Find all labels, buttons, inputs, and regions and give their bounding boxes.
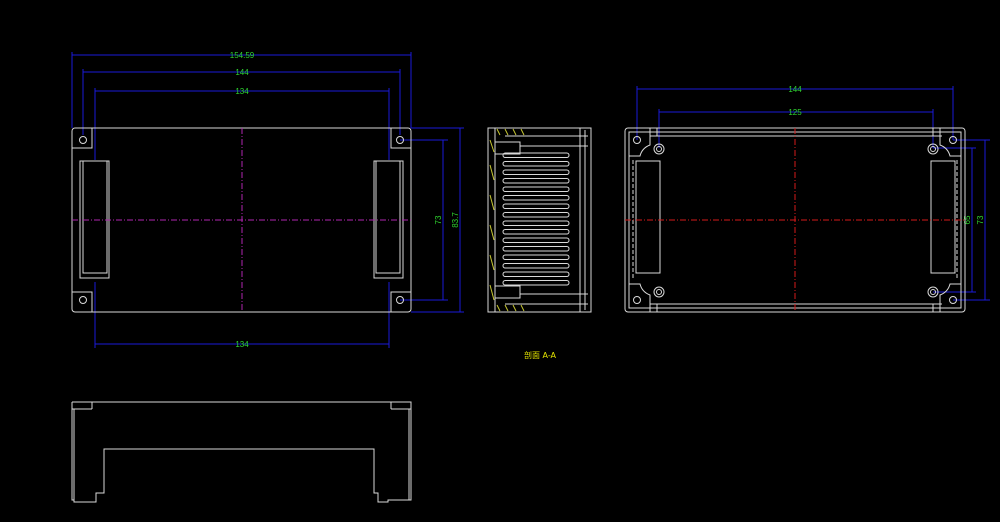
section-view: 剖面 A-A bbox=[487, 127, 592, 360]
right-dim-width-144: 144 bbox=[788, 85, 802, 94]
dim-width-134-top: 134 bbox=[235, 87, 249, 96]
right-dim-height-73: 73 bbox=[976, 215, 985, 224]
top-view-dimensions bbox=[71, 52, 464, 348]
dim-width-134-bottom: 134 bbox=[235, 340, 249, 349]
dim-height-73: 73 bbox=[434, 215, 443, 224]
dim-overall-width: 154.59 bbox=[230, 51, 255, 60]
section-label: 剖面 A-A bbox=[524, 350, 557, 360]
front-view bbox=[71, 401, 412, 503]
right-dim-height-65: 65 bbox=[963, 215, 972, 224]
right-view-dimensions bbox=[636, 86, 990, 301]
dim-width-144: 144 bbox=[235, 68, 249, 77]
section-hatch bbox=[489, 128, 525, 312]
section-ribs bbox=[502, 152, 570, 286]
top-view: 154.59 144 134 134 73 83.7 bbox=[71, 51, 464, 349]
right-view: 144 125 65 73 bbox=[624, 85, 990, 313]
right-view-centerlines bbox=[625, 128, 965, 312]
right-dim-width-125: 125 bbox=[788, 108, 802, 117]
dim-height-83-7: 83.7 bbox=[451, 212, 460, 228]
top-view-centerlines bbox=[72, 128, 411, 312]
